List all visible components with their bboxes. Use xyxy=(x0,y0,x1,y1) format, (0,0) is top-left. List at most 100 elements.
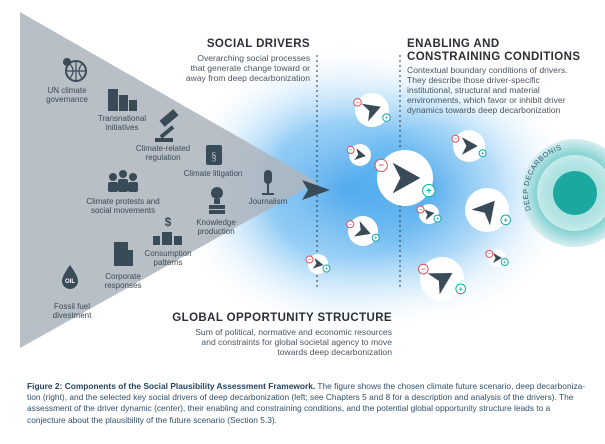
minus-sign: − xyxy=(419,207,422,213)
driver-label-protests: Climate protests and social movements xyxy=(86,197,160,215)
social-drivers-description: Overarching social processes that genera… xyxy=(186,53,310,83)
driver-label-divestment: Fossil fuel divestment xyxy=(52,302,92,320)
driver-dynamic-node: −+ xyxy=(485,249,509,267)
svg-text:§: § xyxy=(211,149,217,163)
microphone-icon xyxy=(262,170,274,195)
driver-label-regulation: Climate-related regulation xyxy=(135,144,191,162)
dynamic-arrow-icon xyxy=(354,148,366,161)
dynamic-arrow-icon xyxy=(427,272,453,295)
plus-badge xyxy=(478,149,487,158)
minus-sign: − xyxy=(378,160,384,170)
drivers-cone xyxy=(20,12,317,348)
minus-badge xyxy=(346,220,355,229)
driver-label-transnational: Transnational initiatives xyxy=(97,114,147,132)
dynamic-arrow-icon xyxy=(361,103,381,122)
dynamic-arrow-icon xyxy=(353,220,371,237)
plus-badge xyxy=(500,258,509,267)
driver-dynamic-node: −+ xyxy=(346,216,380,246)
plus-sign: + xyxy=(374,236,377,242)
svg-text:$: $ xyxy=(165,215,172,229)
plus-badge xyxy=(371,233,380,242)
social-drivers-line: that generate change toward or xyxy=(190,63,310,73)
minus-badge xyxy=(346,146,355,155)
driver-dynamic-node: −+ xyxy=(416,204,442,224)
framework-diagram: DEEP DECARBONISATION § xyxy=(0,0,605,357)
plus-badge xyxy=(433,214,442,223)
global-opportunity-line: Sum of political, normative and economic… xyxy=(195,327,392,337)
office-building-icon xyxy=(114,242,133,266)
law-book-icon: § xyxy=(206,145,222,165)
plus-sign: + xyxy=(325,266,328,272)
minus-sign: − xyxy=(349,222,352,228)
plus-sign: + xyxy=(481,151,484,157)
driver-dynamic-node: −+ xyxy=(417,257,467,301)
social-drivers-heading: SOCIAL DRIVERS xyxy=(206,38,310,50)
driver-label-consumption: Consumption patterns xyxy=(144,249,192,267)
minus-sign: − xyxy=(349,148,352,154)
driver-label-knowledge: Knowledge production xyxy=(196,218,236,236)
social-drivers-line: Overarching social processes xyxy=(197,53,310,63)
driver-label-litigation: Climate litigation xyxy=(183,169,243,178)
dynamic-arrow-icon xyxy=(471,200,495,226)
oil-drop-icon: OIL xyxy=(62,265,78,289)
figure-caption: Figure 2: Components of the Social Plaus… xyxy=(27,381,587,426)
plus-badge xyxy=(500,214,512,226)
plus-sign: + xyxy=(459,284,463,293)
dynamic-arrow-icon xyxy=(461,137,478,155)
dynamic-arrow-icon xyxy=(423,209,435,221)
minus-badge xyxy=(416,205,425,214)
minus-badge xyxy=(374,158,388,173)
plus-sign: + xyxy=(436,216,439,222)
global-opportunity-description: Sum of political, normative and economic… xyxy=(195,327,392,357)
driver-dynamic-node: −+ xyxy=(374,150,436,206)
minus-badge xyxy=(485,249,494,258)
cone-tip-arrow xyxy=(302,180,330,200)
enabling-line: dynamics towards deep decarbonization xyxy=(407,105,561,115)
gavel-icon xyxy=(155,109,179,142)
plus-sign: + xyxy=(385,116,389,122)
dynamic-arrow-icon xyxy=(493,253,502,263)
social-drivers-line: away from deep decarbonization xyxy=(185,73,310,83)
driver-label-un: UN climate governance xyxy=(46,86,88,104)
plus-sign: + xyxy=(503,260,506,266)
caption-text: The figure shows the chosen climate futu… xyxy=(27,381,586,425)
dynamic-arrow-icon xyxy=(392,162,421,194)
buildings-icon xyxy=(108,89,137,111)
driver-label-journalism: Journalism xyxy=(248,197,288,206)
global-opportunity-line: towards deep decarbonization xyxy=(277,347,392,357)
driver-dynamic-node: −+ xyxy=(305,254,331,274)
dynamic-arrow-icon xyxy=(312,257,324,269)
driver-label-corporate: Corporate responses xyxy=(104,272,142,290)
minus-sign: − xyxy=(356,100,360,106)
minus-badge xyxy=(451,134,460,143)
minus-badge xyxy=(417,263,429,275)
enabling-line: They describe those driver-specific xyxy=(407,75,540,85)
enabling-heading-line: ENABLING AND xyxy=(407,38,500,50)
driver-dynamic-node: −+ xyxy=(353,93,391,127)
driver-dynamic-node: −+ xyxy=(451,130,487,162)
minus-badge xyxy=(353,98,362,107)
enabling-heading-line: CONSTRAINING CONDITIONS xyxy=(407,51,581,63)
crowd-icon xyxy=(108,170,138,192)
caption-title: Figure 2: Components of the Social Plaus… xyxy=(27,381,316,391)
enabling-line: environments, which favor or inhibit dri… xyxy=(407,95,566,105)
minus-sign: − xyxy=(488,252,491,258)
driver-dynamics: −+−+−−++−+−+−+−+−+ xyxy=(305,93,512,301)
global-opportunity-line: and constraints for global societal agen… xyxy=(201,337,392,347)
plus-badge xyxy=(322,264,331,273)
enabling-description: Contextual boundary conditions of driver… xyxy=(407,65,568,115)
enabling-line: institutional, structural and material xyxy=(407,85,540,95)
minus-sign: − xyxy=(308,257,311,263)
minus-badge xyxy=(305,255,314,264)
enabling-heading: ENABLING AND CONSTRAINING CONDITIONS xyxy=(407,38,580,64)
plus-badge xyxy=(382,113,391,122)
driver-dynamic-node: − xyxy=(346,144,371,166)
svg-text:OIL: OIL xyxy=(65,279,75,285)
plus-sign: + xyxy=(426,186,432,196)
shopping-icon: $ xyxy=(153,215,182,245)
diagram-canvas: DEEP DECARBONISATION § xyxy=(0,0,605,348)
plus-badge xyxy=(455,283,467,295)
plus-sign: + xyxy=(504,215,508,224)
minus-sign: − xyxy=(454,136,457,142)
global-opportunity-heading: GLOBAL OPPORTUNITY STRUCTURE xyxy=(172,312,392,324)
